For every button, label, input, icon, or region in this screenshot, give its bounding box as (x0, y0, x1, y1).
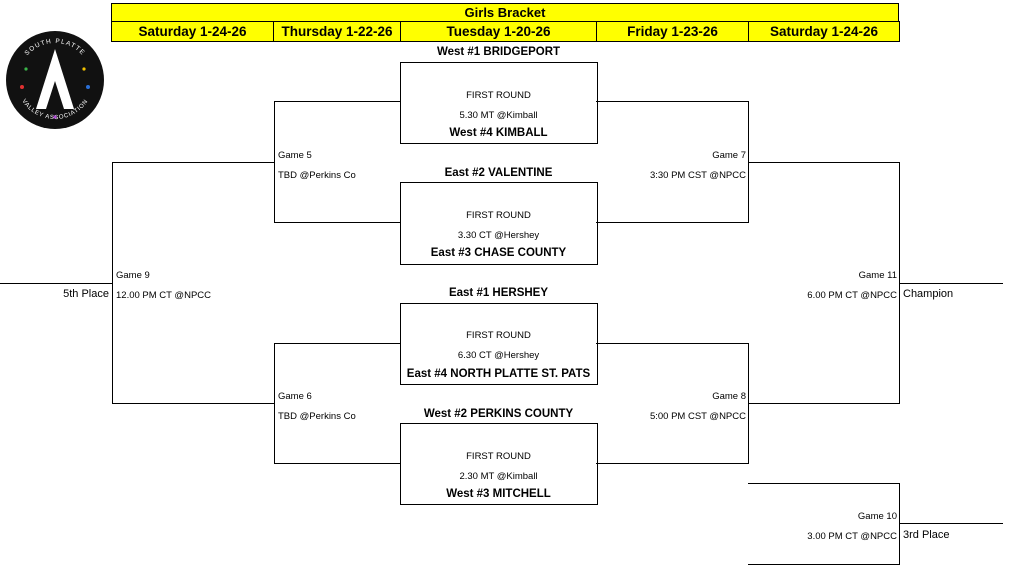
game-11-label: Game 11 (858, 270, 897, 281)
first-round-label: FIRST ROUND (466, 210, 531, 221)
first-round-label: FIRST ROUND (466, 451, 531, 462)
team-east-2-valentine: East #2 VALENTINE (444, 167, 553, 179)
team-west-3-mitchell: West #3 MITCHELL (446, 488, 551, 500)
game-time: 3.30 CT @Hershey (457, 230, 540, 241)
bracket-line (274, 343, 401, 344)
team-east-1-hershey: East #1 HERSHEY (448, 287, 549, 299)
first-round-box-4 (400, 423, 598, 505)
team-west-1-bridgeport: West #1 BRIDGEPORT (436, 46, 561, 58)
team-east-3-chase-county: East #3 CHASE COUNTY (430, 247, 567, 259)
bracket-line (596, 101, 749, 102)
column-header-1: Saturday 1-24-26 (111, 21, 274, 42)
column-header-5: Saturday 1-24-26 (748, 21, 900, 42)
champion-label: Champion (903, 288, 954, 300)
game-8-time: 5:00 PM CST @NPCC (649, 411, 746, 422)
team-west-4-kimball: West #4 KIMBALL (449, 127, 548, 139)
first-round-label: FIRST ROUND (466, 330, 531, 341)
bracket-line (748, 483, 900, 484)
column-header-4: Friday 1-23-26 (596, 21, 749, 42)
association-logo: SOUTH PLATTE VALLEY ASSOCIATION (4, 29, 106, 131)
game-9-time: 12.00 PM CT @NPCC (116, 290, 211, 301)
bracket-line (274, 222, 401, 223)
bracket-line (596, 463, 749, 464)
game-9-label: Game 9 (116, 270, 150, 281)
game-8-label: Game 8 (712, 391, 746, 402)
first-round-label: FIRST ROUND (466, 90, 531, 101)
game-6-time: TBD @Perkins Co (278, 411, 356, 422)
bracket-line (748, 162, 900, 163)
bracket-line (899, 283, 1003, 284)
bracket-line (274, 101, 401, 102)
bracket-line (899, 483, 900, 565)
game-10-time: 3.00 PM CT @NPCC (807, 531, 897, 542)
bracket-line (899, 523, 1003, 524)
game-7-label: Game 7 (712, 150, 746, 161)
game-5-label: Game 5 (278, 150, 312, 161)
bracket-title: Girls Bracket (111, 3, 899, 22)
game-7-time: 3:30 PM CST @NPCC (649, 170, 746, 181)
fifth-place-label: 5th Place (63, 288, 109, 300)
bracket-line (274, 463, 401, 464)
bracket-line (0, 283, 113, 284)
game-time: 5.30 MT @Kimball (459, 110, 538, 121)
column-header-3: Tuesday 1-20-26 (400, 21, 597, 42)
bracket-line (596, 222, 749, 223)
team-west-2-perkins-county: West #2 PERKINS COUNTY (423, 408, 574, 420)
game-time: 6.30 CT @Hershey (457, 350, 540, 361)
bracket-line (748, 403, 900, 404)
third-place-label: 3rd Place (903, 529, 950, 541)
bracket-line (112, 162, 275, 163)
first-round-box-3 (400, 303, 598, 385)
game-time: 2.30 MT @Kimball (459, 471, 538, 482)
game-10-label: Game 10 (857, 511, 897, 522)
bracket-line (748, 564, 900, 565)
column-header-2: Thursday 1-22-26 (273, 21, 401, 42)
game-11-time: 6.00 PM CT @NPCC (807, 290, 897, 301)
game-5-time: TBD @Perkins Co (278, 170, 356, 181)
bracket-line (112, 403, 275, 404)
team-east-4-north-platte-st-pats: East #4 NORTH PLATTE ST. PATS (406, 368, 591, 380)
bracket-line (596, 343, 749, 344)
first-round-box-1 (400, 62, 598, 144)
first-round-box-2 (400, 182, 598, 265)
game-6-label: Game 6 (278, 391, 312, 402)
